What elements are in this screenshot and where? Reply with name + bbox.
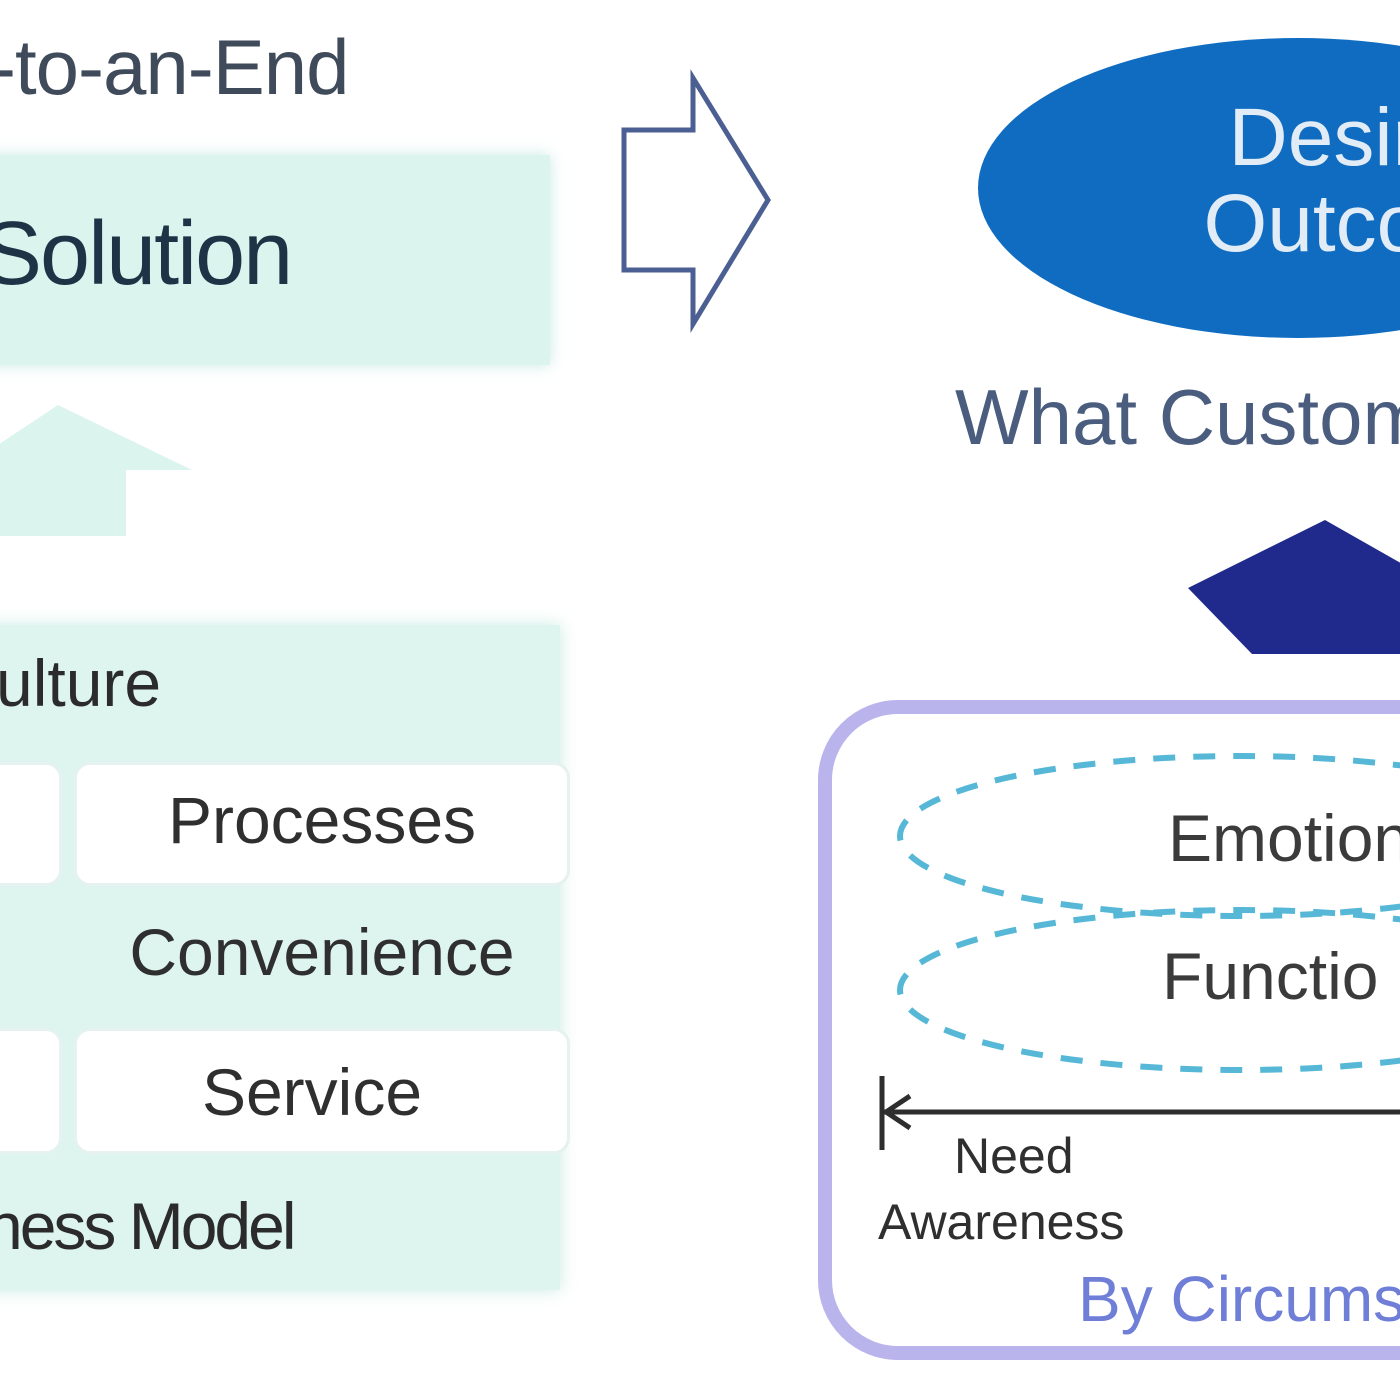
desired-outcome-line2: Outcom [1203, 178, 1400, 269]
mint-up-arrow [0, 405, 192, 536]
desired-outcome-line1: Desire [1228, 92, 1400, 183]
processes-cell [74, 762, 570, 886]
by-circumstance-label: By Circums [1078, 1263, 1400, 1335]
what-customer-caption: What Custom [955, 373, 1400, 461]
solution-box [0, 155, 550, 365]
customer-needs-panel [818, 700, 1400, 1360]
emotional-ring [897, 753, 1400, 919]
means-to-an-end-title: -to-an-End [0, 23, 350, 111]
culture-label: ulture [0, 646, 162, 720]
awareness-arrowhead [881, 1093, 912, 1131]
service-cell [74, 1028, 570, 1154]
navy-up-arrow-stem [1252, 586, 1398, 654]
service-label: Service [201, 1055, 423, 1129]
functional-label: Functio [1162, 939, 1379, 1013]
emotional-label: Emotion [1168, 801, 1400, 875]
business-model-label: ness Model [0, 1189, 297, 1263]
convenience-label: Convenience [129, 915, 515, 989]
processes-label: Processes [167, 783, 477, 857]
functional-ring [897, 907, 1400, 1073]
desired-outcome-label: Desire Outcom [1132, 95, 1400, 267]
right-outline-arrow [621, 69, 771, 333]
awareness-label: Awareness [878, 1194, 1125, 1250]
capability-stack [0, 625, 560, 1290]
cell-left-2 [0, 1028, 62, 1154]
cell-left-1 [0, 762, 62, 886]
solution-label: Solution [0, 204, 293, 304]
need-label: Need [954, 1128, 1074, 1184]
